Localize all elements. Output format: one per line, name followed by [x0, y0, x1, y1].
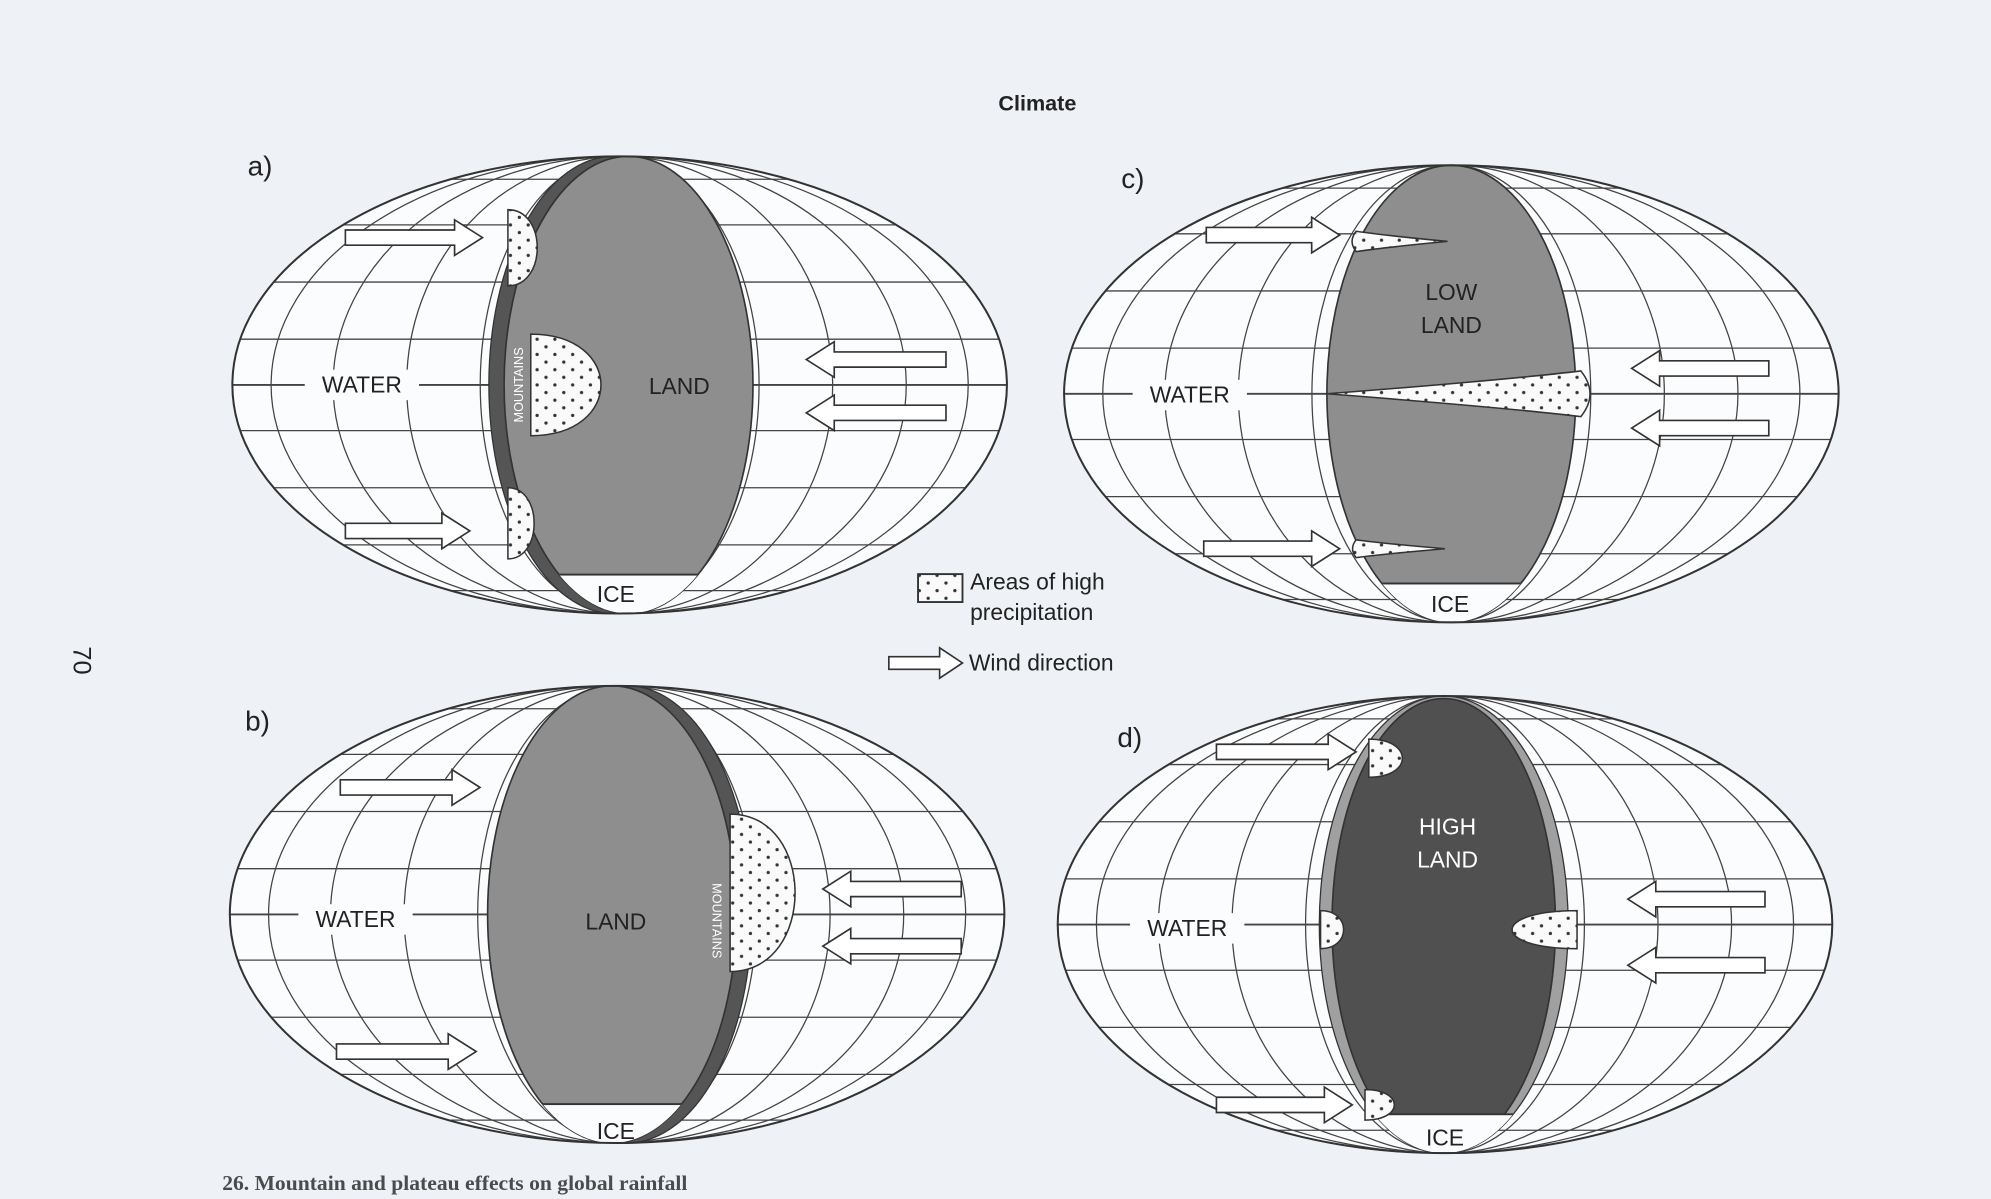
legend-precipitation-line1: Areas of high [970, 568, 1105, 594]
ice-label: ICE [1426, 1125, 1464, 1151]
header-title: Climate [998, 91, 1076, 116]
wind-arrow-icon [821, 869, 963, 909]
water-label: WATER [316, 906, 396, 932]
wind-arrow-icon [804, 340, 947, 379]
panel-tag: d) [1117, 722, 1142, 753]
label-bg [1132, 379, 1247, 411]
precipitation-area [1326, 370, 1591, 418]
wind-arrow-icon [1626, 879, 1766, 919]
wind-arrow-icon [1215, 1085, 1354, 1125]
panel-b: b) WATER LAND ICE MOUNTAINS [228, 684, 1006, 1144]
wind-arrow-icon [1630, 408, 1770, 448]
precipitation-area [1511, 909, 1578, 950]
mountains-label: MOUNTAINS [512, 347, 526, 422]
figure-caption: 26. Mountain and plateau effects on glob… [222, 1171, 687, 1195]
panel-tag: a) [248, 150, 273, 181]
panels: a) WATER LAND ICE MOUNTAINS b) WATER LAND ICE MOU… [228, 150, 1840, 1155]
precipitation-area [1351, 230, 1448, 253]
land-label: LAND [585, 909, 646, 935]
precipitation-swatch [917, 573, 964, 603]
panel-c: c) WATER LOW LAND ICE [1063, 163, 1840, 624]
wind-arrow-icon [1202, 529, 1342, 568]
globe-outline [1056, 694, 1834, 1155]
globe-outline [231, 155, 1008, 615]
land-label: LAND [649, 373, 710, 399]
wind-arrow-icon [1215, 732, 1358, 772]
ice-label: ICE [597, 581, 635, 607]
precipitation-area [729, 813, 796, 973]
precipitation-area [507, 208, 538, 287]
label-bg [298, 904, 413, 935]
panel-tag: b) [245, 705, 270, 736]
mountains-label: MOUNTAINS [709, 883, 723, 958]
water-label: WATER [322, 372, 402, 398]
wind-arrow-icon [1626, 945, 1766, 985]
wind-arrow-icon [339, 768, 482, 807]
wind-arrow-icon [1630, 349, 1770, 388]
precipitation-area [507, 486, 535, 560]
wind-arrow-icon [1205, 215, 1342, 255]
globe-outline [1063, 164, 1840, 624]
label-bg [304, 369, 420, 401]
globe-outline [228, 684, 1006, 1144]
panel-d: d) WATER HIGH LAND ICE [1056, 694, 1834, 1155]
label-bg [1130, 913, 1245, 944]
water-label: WATER [1150, 382, 1230, 408]
ice-label: ICE [597, 1118, 635, 1144]
wind-arrow-icon [888, 646, 964, 680]
precipitation-area [1364, 1088, 1395, 1121]
land1-label: LOW [1425, 279, 1477, 305]
wind-arrow-icon [804, 393, 947, 433]
land1-label: HIGH [1419, 813, 1476, 839]
precipitation-area [1319, 909, 1345, 950]
wind-arrow-icon [821, 926, 963, 966]
wind-arrow-icon [344, 218, 485, 257]
legend-precipitation-line2: precipitation [970, 599, 1093, 625]
precipitation-area [1351, 539, 1446, 559]
legend: Areas of high precipitation Wind directi… [888, 568, 1114, 680]
precipitation-area [1368, 738, 1404, 779]
wind-arrow-icon [344, 511, 472, 551]
water-label: WATER [1147, 915, 1227, 941]
panel-a: a) WATER LAND ICE MOUNTAINS [231, 150, 1008, 615]
ice-label: ICE [1431, 591, 1469, 617]
land2-label: LAND [1417, 846, 1478, 872]
panel-tag: c) [1121, 163, 1144, 194]
wind-arrow-icon [335, 1032, 478, 1071]
page-number: 70 [68, 646, 96, 674]
land2-label: LAND [1421, 312, 1482, 338]
precipitation-area [530, 333, 602, 437]
legend-wind: Wind direction [969, 650, 1114, 676]
